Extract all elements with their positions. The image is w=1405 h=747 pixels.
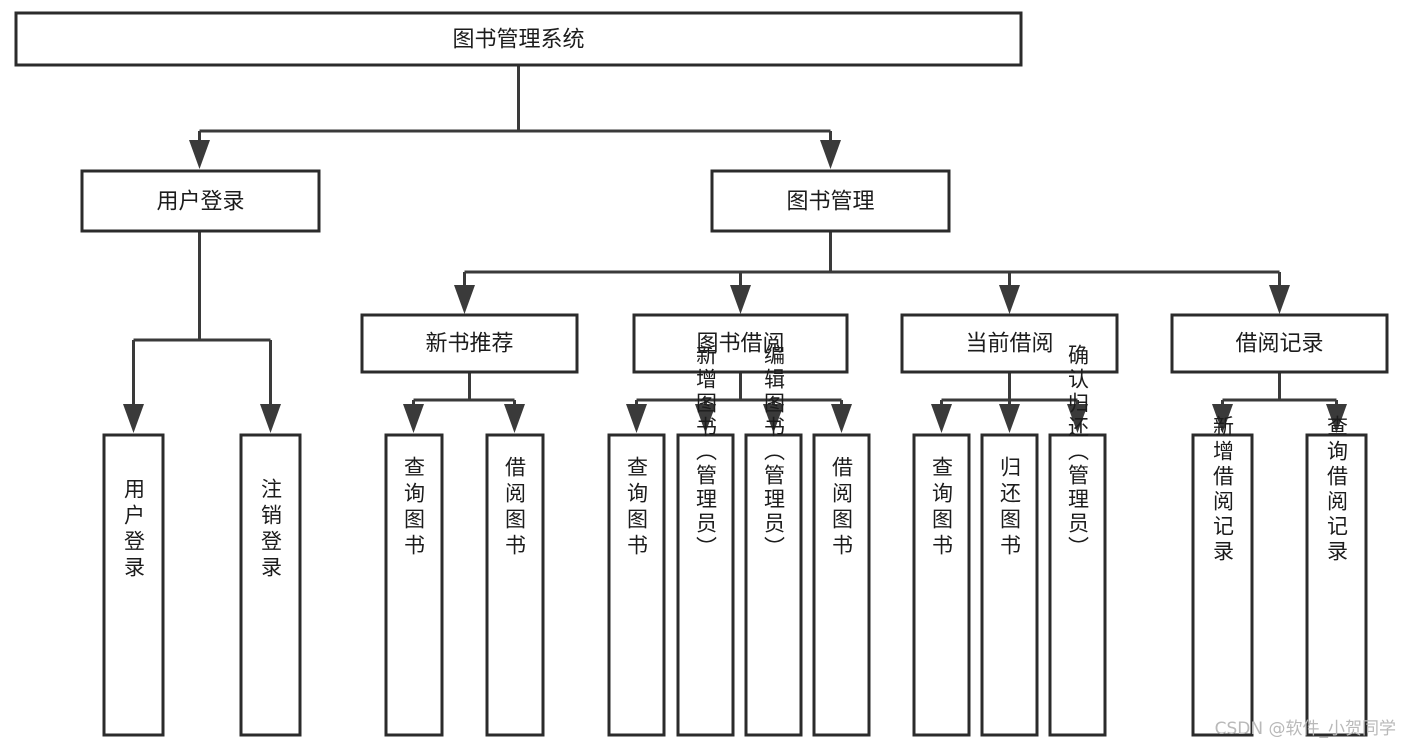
arrowhead-book-management [820,140,841,169]
node-new-book-recommend-label: 新书推荐 [425,332,513,357]
node-user-login[interactable]: 用户登录 [80,169,321,233]
node-leaf-user-login-label: 用户登录 [122,478,146,582]
node-leaf-borrow-book-2-label: 借阅图书 [830,456,854,560]
node-leaf-query-record-box[interactable] [1305,433,1368,737]
node-root[interactable]: 图书管理系统 [14,11,1023,67]
node-book-management-box[interactable] [710,169,951,233]
node-leaf-borrow-book-2[interactable]: 借阅图书 [812,433,871,737]
node-leaf-edit-book[interactable]: 编辑图书（管理员） [744,344,803,737]
node-leaf-user-login-box[interactable] [102,433,165,737]
node-book-management[interactable]: 图书管理 [710,169,951,233]
node-leaf-query-book-2[interactable]: 查询图书 [607,433,666,737]
node-current-borrow-box[interactable] [900,313,1119,374]
node-leaf-query-book-2-label: 查询图书 [625,456,649,560]
arrowhead-new-book-recommend [454,285,475,314]
node-leaf-edit-book-label: 编辑图书（管理员） [762,344,786,560]
node-leaf-user-login[interactable]: 用户登录 [102,433,165,737]
node-leaf-logout-box[interactable] [239,433,302,737]
arrowhead-leaf-return-book [999,404,1020,433]
arrowhead-leaf-edit-book [763,404,784,433]
node-leaf-query-book-2-box[interactable] [607,433,666,737]
node-current-borrow-label: 当前借阅 [965,332,1053,357]
arrowhead-leaf-add-book [695,404,716,433]
arrowhead-current-borrow [999,285,1020,314]
node-leaf-return-book[interactable]: 归还图书 [980,433,1039,737]
node-leaf-add-record-label: 新增借阅记录 [1211,415,1235,565]
node-leaf-add-book-box[interactable] [676,433,735,737]
node-leaf-add-record[interactable]: 新增借阅记录 [1191,415,1254,737]
node-leaf-borrow-book-2-box[interactable] [812,433,871,737]
node-new-book-recommend-box[interactable] [360,313,579,374]
node-leaf-borrow-book-1-label: 借阅图书 [503,456,527,560]
arrowhead-leaf-query-record [1326,404,1347,433]
arrowhead-leaf-logout [260,404,281,433]
arrowhead-leaf-query-book-2 [626,404,647,433]
node-book-borrow-box[interactable] [632,313,849,374]
node-borrow-record-label: 借阅记录 [1235,332,1323,357]
node-leaf-query-record[interactable]: 查询借阅记录 [1305,415,1368,737]
node-leaf-query-book-1-label: 查询图书 [402,456,426,560]
node-book-borrow[interactable]: 图书借阅 [632,313,849,374]
node-user-login-label: 用户登录 [156,190,244,215]
connectors-layer [123,66,1347,433]
node-leaf-query-record-label: 查询借阅记录 [1325,415,1349,565]
node-current-borrow[interactable]: 当前借阅 [900,313,1119,374]
node-leaf-add-book-label: 新增图书（管理员） [694,344,718,560]
node-root-label: 图书管理系统 [452,28,584,53]
node-leaf-query-book-3-box[interactable] [912,433,971,737]
node-leaf-edit-book-box[interactable] [744,433,803,737]
node-new-book-recommend[interactable]: 新书推荐 [360,313,579,374]
arrowhead-leaf-add-record [1212,404,1233,433]
arrowhead-leaf-user-login [123,404,144,433]
node-leaf-logout[interactable]: 注销登录 [239,433,302,737]
arrowhead-leaf-borrow-book-2 [831,404,852,433]
arrowhead-leaf-confirm-return [1067,404,1088,433]
node-leaf-add-book[interactable]: 新增图书（管理员） [676,344,735,737]
node-leaf-add-record-box[interactable] [1191,433,1254,737]
arrowhead-leaf-borrow-book-1 [504,404,525,433]
node-leaf-logout-label: 注销登录 [259,478,283,582]
node-leaf-return-book-box[interactable] [980,433,1039,737]
node-root-box[interactable] [14,11,1023,67]
node-leaf-query-book-1-box[interactable] [384,433,444,737]
arrowhead-book-borrow [730,285,751,314]
node-leaf-query-book-1[interactable]: 查询图书 [384,433,444,737]
arrowhead-leaf-query-book-1 [403,404,424,433]
node-book-management-label: 图书管理 [786,190,874,215]
node-user-login-box[interactable] [80,169,321,233]
arrowhead-user-login [189,140,210,169]
watermark-label: CSDN @软件_小贺同学 [1215,719,1396,739]
node-leaf-query-book-3[interactable]: 查询图书 [912,433,971,737]
arrowhead-borrow-record [1269,285,1290,314]
node-leaf-borrow-book-1[interactable]: 借阅图书 [485,433,545,737]
node-leaf-borrow-book-1-box[interactable] [485,433,545,737]
node-borrow-record-box[interactable] [1170,313,1389,374]
node-leaf-confirm-return-box[interactable] [1048,433,1107,737]
node-leaf-confirm-return[interactable]: 确认归还（管理员） [1048,344,1107,737]
node-borrow-record[interactable]: 借阅记录 [1170,313,1389,374]
arrowhead-leaf-query-book-3 [931,404,952,433]
node-leaf-query-book-3-label: 查询图书 [930,456,954,560]
node-leaf-return-book-label: 归还图书 [998,456,1022,560]
node-book-borrow-label: 图书借阅 [696,332,784,357]
node-leaf-confirm-return-label: 确认归还（管理员） [1066,344,1090,560]
